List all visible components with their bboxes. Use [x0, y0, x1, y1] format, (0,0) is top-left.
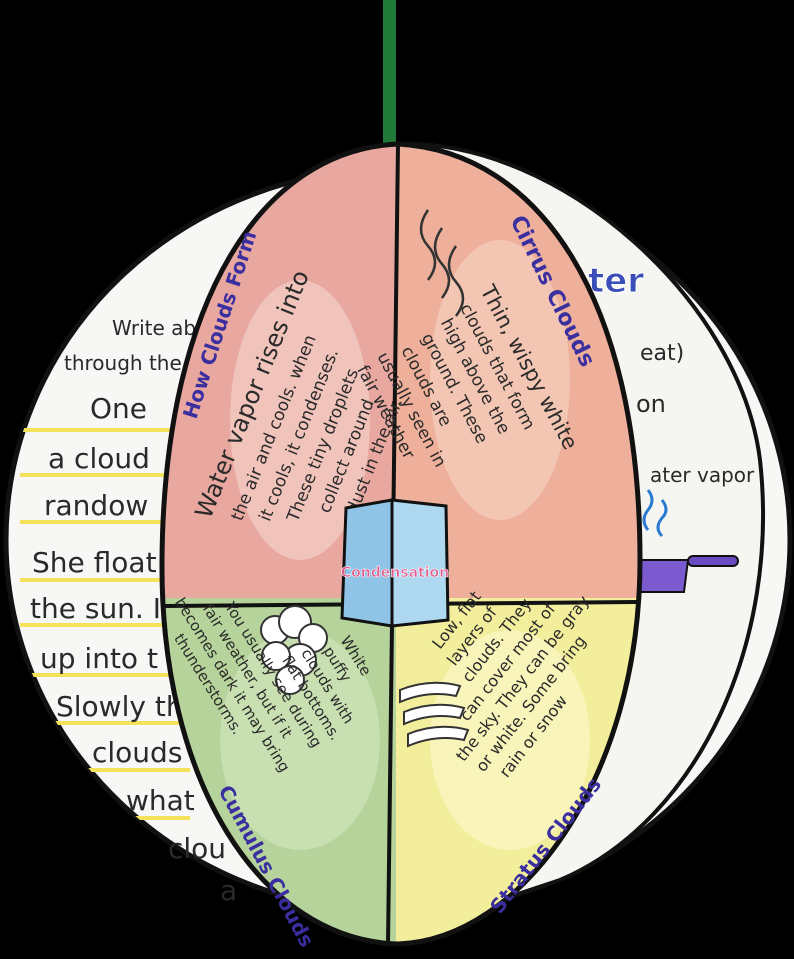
- back-story-text: One a cloud randow She float the sun. I …: [30, 392, 237, 907]
- back-right-line: on: [636, 390, 666, 418]
- back-prompt-line-2: through the: [64, 351, 182, 375]
- cloud-icon: [260, 605, 328, 695]
- story-line: what: [126, 784, 195, 817]
- story-line: a cloud: [48, 442, 150, 475]
- front-right-leaf: [397, 141, 643, 947]
- back-right-line: eat): [640, 341, 684, 366]
- back-right-line: ater vapor: [650, 463, 755, 487]
- story-line: clou: [168, 832, 226, 865]
- story-line: One: [90, 392, 147, 425]
- condensation-label: Condensation: [341, 565, 449, 581]
- story-line: clouds: [92, 736, 182, 769]
- steam-icon: [642, 489, 668, 538]
- back-prompt-line-1: Write ab: [112, 316, 196, 340]
- layer-icon: [399, 681, 470, 748]
- story-line: She float: [32, 546, 157, 579]
- story-line: the sun. I: [30, 592, 161, 625]
- pan-icon: [639, 555, 739, 593]
- condensation-box: Condensation: [340, 498, 450, 628]
- wisp-icon: [419, 209, 465, 317]
- hanging-string: [383, 0, 396, 148]
- story-line: randow: [44, 489, 148, 522]
- story-line: a: [220, 874, 237, 907]
- story-line: up into t: [40, 642, 158, 675]
- front-left-leaf: [159, 141, 399, 947]
